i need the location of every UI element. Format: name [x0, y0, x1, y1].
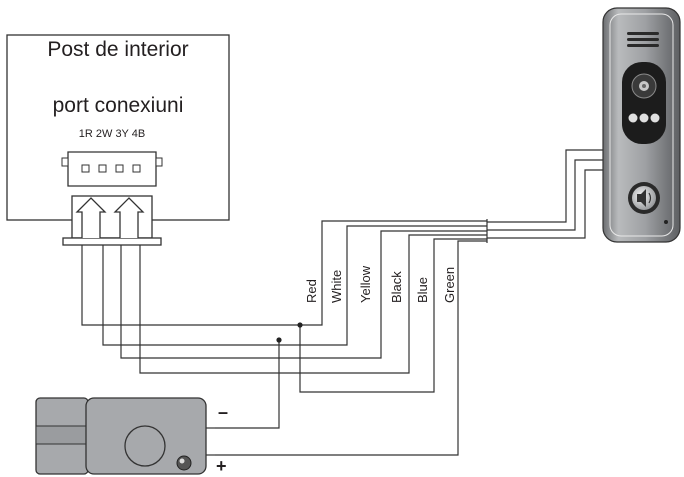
wire-labels: Red White Yellow Black Blue Green: [304, 265, 457, 303]
lock-minus-label: –: [218, 402, 228, 422]
speaker-grille-icon: [627, 32, 659, 47]
connector-socket: [61, 151, 163, 187]
plug-arrow-left-icon: [75, 197, 107, 238]
indoor-unit: Post de interior port conexiuni 1R 2W 3Y…: [6, 34, 230, 246]
pin-labels: 1R 2W 3Y 4B: [79, 128, 145, 140]
wire-label-blue: Blue: [415, 277, 430, 303]
connector-plug: [62, 195, 162, 246]
lock-cylinder-icon: [124, 425, 166, 467]
bell-speaker-icon: [637, 189, 646, 207]
wire-label-black: Black: [389, 271, 404, 303]
junction-dot: [297, 322, 303, 328]
ir-led-icon: [628, 113, 660, 123]
lock-screw-icon: [176, 455, 192, 471]
wire-label-green: Green: [442, 267, 457, 303]
junction-dot: [276, 337, 282, 343]
plug-arrow-right-icon: [113, 197, 145, 238]
indoor-unit-subtitle: port conexiuni: [53, 94, 184, 117]
electric-lock: – +: [35, 397, 228, 476]
wire-label-white: White: [329, 270, 344, 303]
outdoor-panel: [602, 7, 681, 243]
wire-label-yellow: Yellow: [358, 265, 373, 303]
wire-label-red: Red: [304, 279, 319, 303]
lock-plus-label: +: [216, 456, 227, 476]
mic-hole-icon: [664, 220, 668, 224]
indoor-unit-title: Post de interior: [47, 38, 188, 61]
wire-harness: [81, 149, 605, 456]
